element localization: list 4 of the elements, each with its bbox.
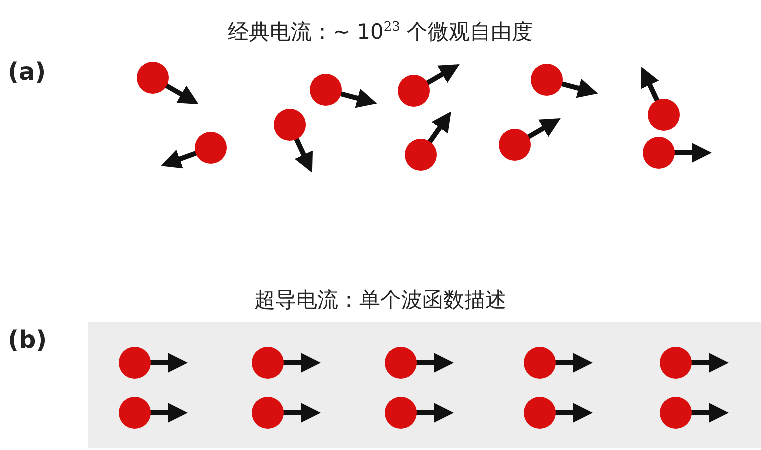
panel-label: (a) <box>8 58 46 86</box>
panel-title: 超导电流：单个波函数描述 <box>254 287 506 314</box>
panel-title: 经典电流：~ 10$^{23}$ 个微观自由度 <box>228 19 534 46</box>
panel-label: (b) <box>8 326 48 354</box>
